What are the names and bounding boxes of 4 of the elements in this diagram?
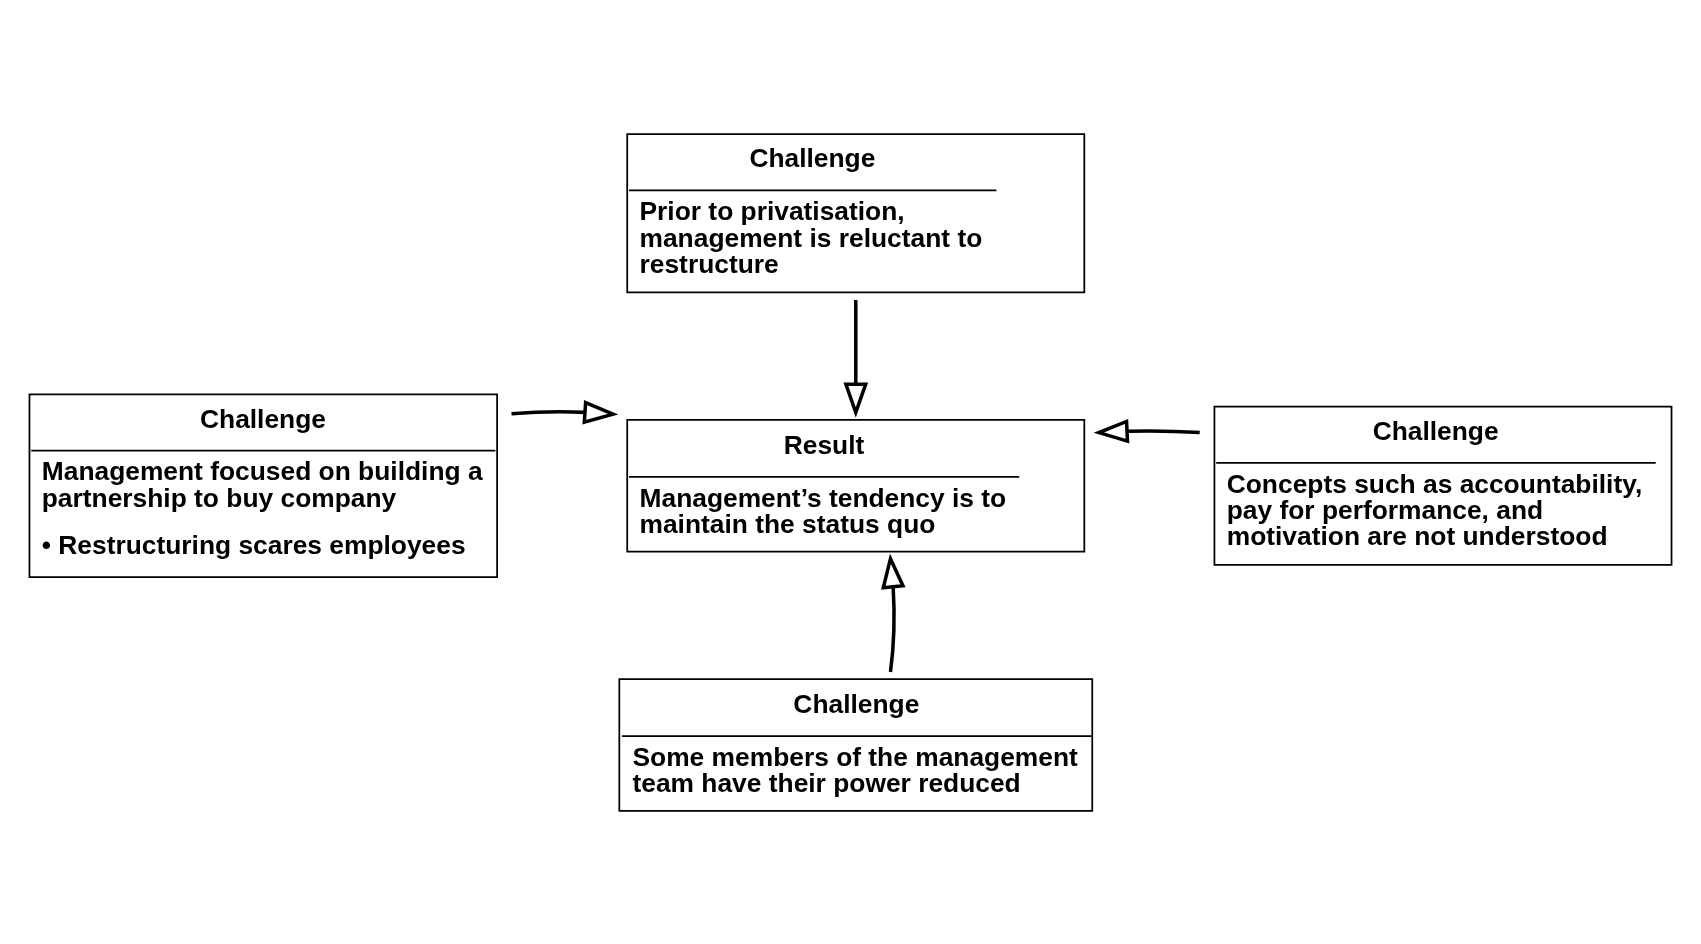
arrow [843,299,869,418]
arrow [511,399,619,425]
arrow [881,552,906,672]
arrow [1093,418,1200,443]
